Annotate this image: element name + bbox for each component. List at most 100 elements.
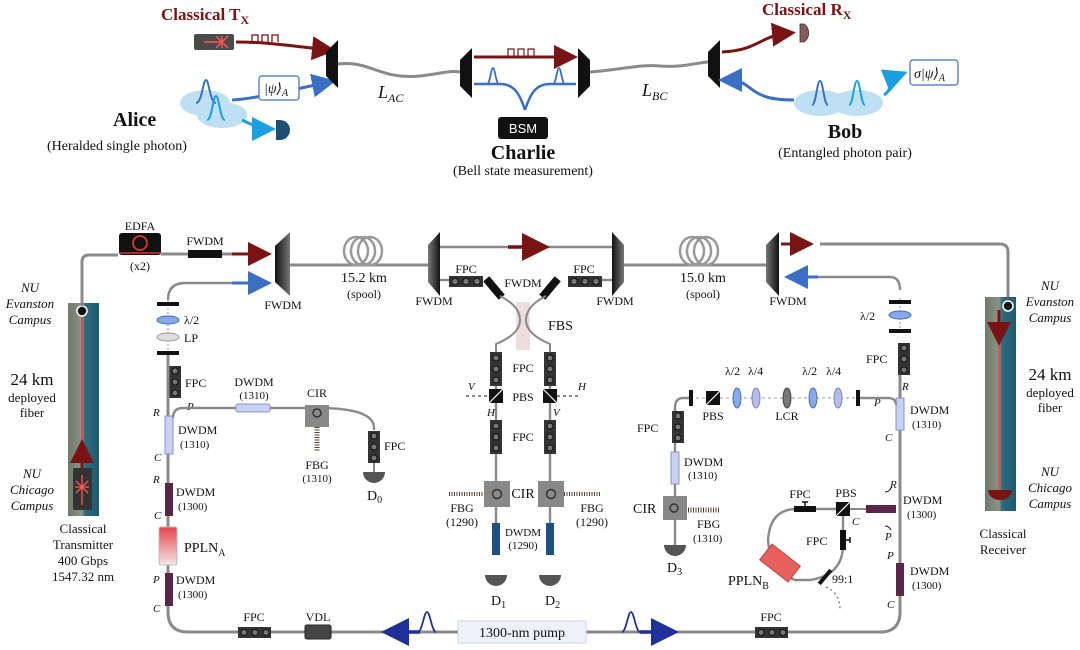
half-wave-plate-bob-2 (808, 387, 818, 409)
detector-d3-icon (664, 545, 686, 556)
port-c-a2: C (154, 510, 162, 522)
port-p-a3: P (152, 574, 160, 586)
port-c-a3: C (153, 603, 161, 615)
classical-rx-detector-icon (799, 23, 810, 43)
fwdm-filter-right (539, 276, 561, 300)
fwdm-charlie-right-icon (612, 232, 624, 296)
fwdm-left-label: FWDM (264, 298, 302, 312)
detector-d0-icon (363, 472, 385, 483)
port-r-a1: R (152, 407, 160, 419)
fwdm-filter-left (483, 276, 505, 300)
evanston-right: Evanston (1025, 294, 1074, 309)
bob-desc: (Entangled photon pair) (778, 146, 912, 161)
classical-tx-label: Classical TX (161, 5, 250, 27)
cir-d3-icon (663, 496, 687, 520)
fpc-charlie-left-label: FPC (455, 262, 476, 276)
port-r-b1: R (901, 381, 909, 393)
detector-d1-icon (485, 575, 507, 586)
alice-wdm-icon (326, 40, 338, 88)
dwdm-1300-bob-1-wavelength: (1300) (907, 509, 937, 521)
classical-tx-path (235, 36, 336, 61)
alice-state-box (258, 75, 300, 101)
chicago-right: Chicago (1028, 480, 1073, 495)
receiver-caption: Classical Receiver (980, 526, 1027, 557)
edfa-icon (119, 233, 161, 255)
bob-state: σ|ψ⟩A (914, 67, 946, 84)
port-r-b2: R (889, 479, 897, 491)
spool-right-icon (678, 235, 720, 267)
quarter-wave-plate-bob-2 (833, 387, 843, 409)
fiber-deployed-left (80, 253, 118, 306)
cir-charlie-label: CIR (511, 487, 535, 502)
bsm-label: BSM (509, 121, 537, 136)
lcr-label: LCR (775, 409, 798, 423)
port-c-b2: C (852, 516, 860, 528)
dwdm-1300-alice-2-label: DWDM (176, 573, 216, 587)
collimator-bottom-left (157, 351, 179, 355)
km24-right: 24 km (1029, 365, 1072, 384)
ppln-b-label: PPLNB (728, 574, 769, 592)
nu-chicago-left: NU (22, 466, 43, 481)
dwdm-1300-alice-1 (165, 483, 173, 516)
campus-left-2: Campus (11, 498, 54, 513)
spool-left-length: 15.2 km (341, 271, 387, 286)
spool-left-caption: (spool) (347, 287, 381, 301)
fiber-lac (337, 61, 461, 79)
charlie-quantum-paths (474, 82, 576, 111)
evanston-left: Evanston (5, 296, 54, 311)
dwdm-1310-d3 (670, 451, 680, 485)
charlie-wdm-right (578, 48, 590, 98)
fbg-d1-label: FBG (450, 501, 474, 515)
detector-d2-icon (539, 575, 561, 586)
spool-left-icon (342, 235, 384, 267)
classical-rx-label: Classical RX (762, 0, 852, 22)
fwdm-right-label: FWDM (769, 294, 807, 308)
dwdm-1300-bob-2-wavelength: (1300) (912, 580, 942, 592)
coupler-ratio-label: 99:1 (832, 572, 853, 586)
fiber-node-right (1002, 300, 1014, 312)
dwdm-1310-bob-label: DWDM (910, 403, 950, 417)
lcr-icon (782, 387, 792, 409)
svg-text:400 Gbps: 400 Gbps (58, 553, 108, 568)
pbs-bob-analysis-label: PBS (702, 409, 723, 423)
vdl-icon (304, 624, 332, 640)
cir-d2-icon (538, 481, 564, 507)
fpc-d2-top (544, 352, 556, 386)
port-c-a1: C (154, 452, 162, 464)
fpc-bob-1 (898, 343, 910, 375)
fwdm-left-icon (275, 232, 290, 296)
fbs-label: FBS (548, 319, 573, 334)
dwdm-1300-bob-2 (896, 563, 904, 596)
collimator-top-left (157, 302, 179, 306)
dwdm-1310-bob-wavelength: (1310) (912, 419, 942, 431)
dwdm-1310-bob (895, 397, 905, 431)
fpc-alice-1 (169, 366, 181, 398)
edfa-count: (x2) (130, 259, 150, 273)
pump-label: 1300-nm pump (479, 626, 565, 641)
campus-left-1: Campus (9, 312, 52, 327)
pol-h-left: H (486, 407, 496, 419)
fpc-bob-d3 (672, 411, 684, 443)
lac-label: LAC (377, 82, 404, 105)
fbg-d2-wavelength: (1290) (576, 515, 608, 529)
fpc-bottom-right (755, 627, 788, 638)
bottom-panel: NU Evanston Campus 24 km deployed fiber … (5, 219, 1074, 646)
fiber-right: fiber (1038, 400, 1063, 415)
bob-photon-icon (811, 79, 829, 106)
fiber-node-left (76, 305, 88, 317)
fpc-sagnac-top-icon (794, 506, 816, 512)
quarter-wave-bob-2-label: λ/4 (826, 364, 841, 378)
fbg-d3-label: FBG (697, 517, 721, 531)
dwdm-1300-alice-1-label: DWDM (176, 485, 216, 499)
dwdm-1300-alice-2 (165, 573, 173, 606)
alice-photon-icon (195, 78, 217, 104)
alice-desc: (Heralded single photon) (47, 139, 187, 154)
half-wave-right-label: λ/2 (860, 309, 875, 323)
nu-chicago-right: NU (1040, 464, 1061, 479)
dwdm-1290-wavelength: (1290) (508, 540, 538, 552)
fiber-left: fiber (20, 405, 45, 420)
fwdm-charlie-left-label: FWDM (415, 294, 453, 308)
charlie-wdm-left (460, 48, 472, 98)
classical-receiver-icon (988, 490, 1012, 500)
ppln-a-label: PPLNA (184, 541, 226, 559)
